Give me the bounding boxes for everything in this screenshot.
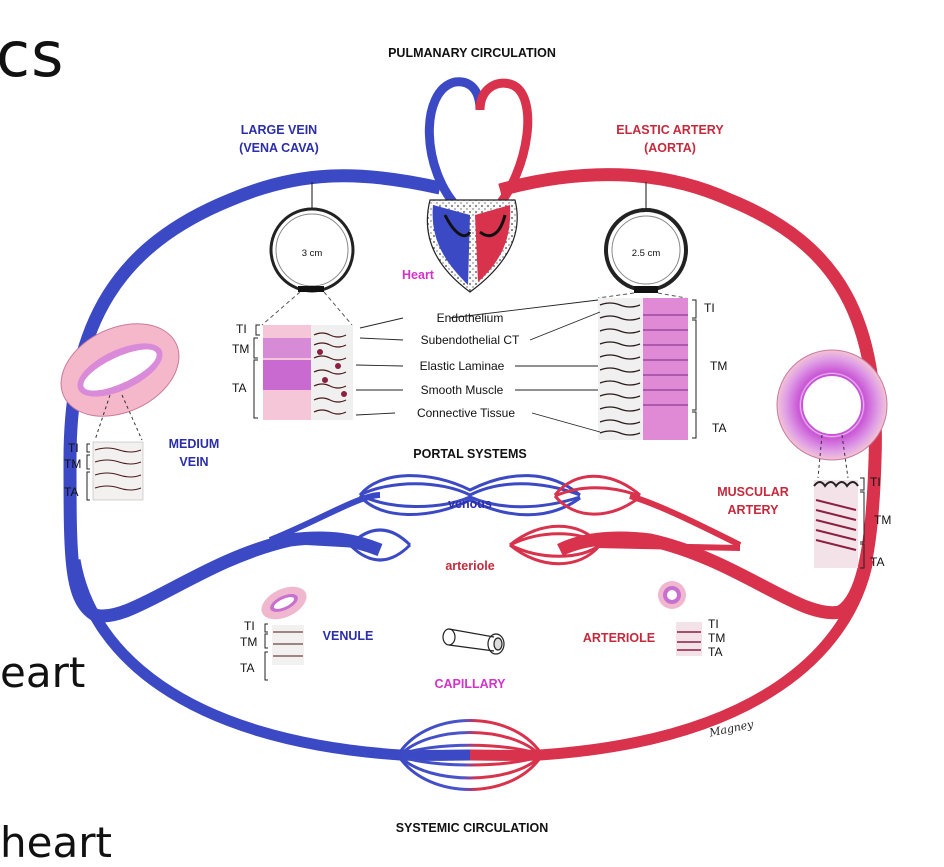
vein-ti-label: TI [236,322,247,336]
vein-wall-histology [261,291,353,420]
layer-label-endothelium: Endothelium [437,311,504,325]
capillary-icon [442,628,505,655]
muscular-artery-brackets [860,477,865,569]
muscular-artery-label-2: ARTERY [728,503,780,517]
venule-brackets [264,623,268,681]
muscular-artery-ta: TA [870,555,884,569]
muscular-artery-ti: TI [870,475,881,489]
medium-vein-ti: TI [68,441,79,455]
artery-tunica-brackets [692,299,697,439]
muscular-artery-label: MUSCULAR [717,485,789,499]
medium-vein-tm: TM [64,457,81,471]
systemic-artery-lower [469,558,874,761]
systemic-label: SYSTEMIC CIRCULATION [396,821,549,835]
arteriole-ti: TI [708,617,719,631]
portal-systems-label: PORTAL SYSTEMS [413,447,526,461]
large-vein-label: LARGE VEIN [241,123,317,137]
artery-ta-label: TA [712,421,726,435]
large-vein-cross-section [269,182,355,293]
layer-label-smooth-muscle: Smooth Muscle [421,383,504,397]
venule-cross-section [261,586,307,665]
venule-label: VENULE [323,629,374,643]
elastic-artery-cross-section [604,182,688,293]
vein-tm-label: TM [232,342,249,356]
aorta-label: (AORTA) [644,141,696,155]
arteriole-tm: TM [708,631,725,645]
portal-venous-label: venous [448,497,492,511]
vein-ta-label: TA [232,381,246,395]
pulmonary-loop [424,77,533,214]
layer-leader-lines [355,299,601,433]
artery-ti-label: TI [704,301,715,315]
bullet-fragment-1: eart [0,648,86,697]
medium-vein-ta: TA [64,485,78,499]
medium-vein-label-2: VEIN [179,455,208,469]
medium-vein-cross-section [60,323,180,501]
vein-tunica-brackets [253,324,260,419]
artery-diameter-label: 2.5 cm [632,248,661,259]
venule-tm: TM [240,635,257,649]
artery-wall-histology [597,292,688,440]
muscular-artery-cross-section [776,349,888,568]
vena-cava-vessel [63,169,442,623]
portal-arteriole-label: arteriole [445,559,494,573]
heart-icon [426,199,518,293]
vena-cava-label: (VENA CAVA) [239,141,319,155]
venule-ti: TI [244,619,255,633]
systemic-vein-lower [69,559,471,761]
layer-label-connective-tissue: Connective Tissue [417,406,515,420]
bullet-fragment-2: heart [0,818,112,867]
arteriole-cross-section [658,581,702,656]
artery-tm-label: TM [710,359,727,373]
muscular-artery-tm: TM [874,513,891,527]
capillary-label: CAPILLARY [434,677,506,691]
layer-label-elastic-laminae: Elastic Laminae [420,359,505,373]
medium-vein-brackets [86,443,90,501]
heart-label: Heart [402,268,435,282]
systemic-capillary-bed [398,719,542,791]
portal-arteriole-bundle [269,524,741,566]
arteriole-label: ARTERIOLE [583,631,655,645]
medium-vein-label: MEDIUM [169,437,220,451]
vein-diameter-label: 3 cm [302,248,323,259]
pulmonary-label: PULMANARY CIRCULATION [388,46,556,60]
elastic-artery-label: ELASTIC ARTERY [616,123,724,137]
arteriole-ta: TA [708,645,722,659]
layer-label-subendothelial: Subendothelial CT [421,333,520,347]
portal-venous-bundle [268,474,742,548]
slide-title-fragment: cs [0,18,65,91]
venule-ta: TA [240,661,254,675]
